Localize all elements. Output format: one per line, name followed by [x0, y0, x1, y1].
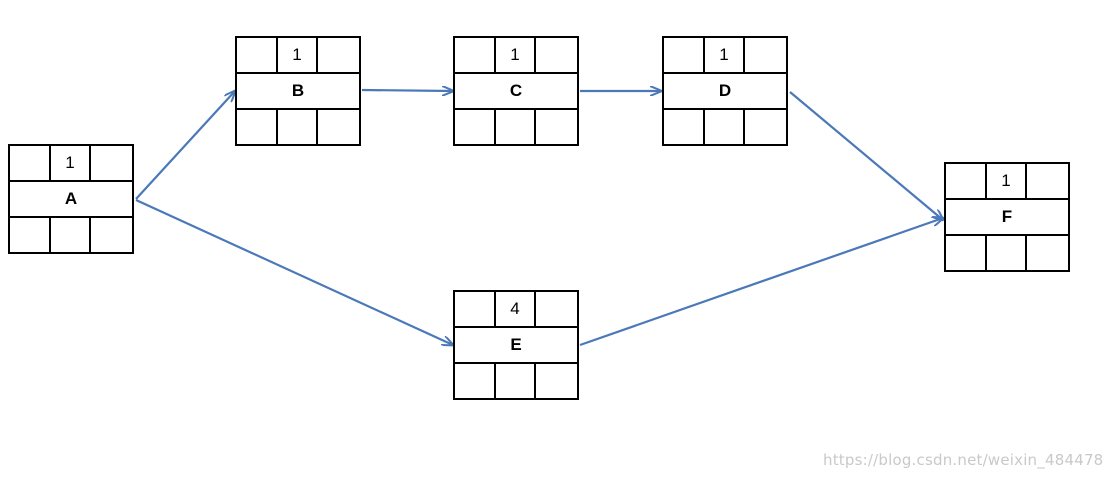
node-c-cell-bottom-right: [536, 110, 577, 144]
node-c-cell-bottom-left: [455, 110, 496, 144]
node-a-cell-bottom-left: [10, 218, 51, 252]
node-f-cell-bottom-left: [946, 236, 987, 270]
node-f-cell-top-left: [946, 164, 987, 198]
node-a-name: A: [64, 189, 78, 208]
node-c-name: C: [509, 81, 523, 100]
node-d-cell-bottom-right: [745, 110, 786, 144]
watermark-url: https://blog.csdn.net/weixin_48447848: [823, 451, 1104, 469]
node-a-cell-bottom-right: [91, 218, 132, 252]
node-e-cell-top-left: [455, 292, 496, 326]
node-a-duration: 1: [51, 146, 92, 180]
node-d-cell-top-left: [664, 38, 705, 72]
node-a-cell-top-left: [10, 146, 51, 180]
node-f-duration: 1: [987, 164, 1028, 198]
node-c-cell-top-left: [455, 38, 496, 72]
node-e: 4 E: [453, 290, 579, 400]
node-e-cell-bottom-left: [455, 364, 496, 398]
node-d-name: D: [718, 81, 732, 100]
node-d-cell-top-right: [745, 38, 786, 72]
node-f-cell-bottom-right: [1027, 236, 1068, 270]
node-d-duration: 1: [705, 38, 746, 72]
node-b: 1 B: [235, 36, 361, 146]
node-b-cell-top-left: [237, 38, 278, 72]
node-d-cell-bottom-mid: [705, 110, 746, 144]
arrow-b-to-c: [361, 90, 453, 91]
node-e-name: E: [510, 335, 522, 354]
node-e-cell-top-right: [536, 292, 577, 326]
node-f-cell-top-right: [1027, 164, 1068, 198]
node-c-cell-top-right: [536, 38, 577, 72]
node-b-cell-bottom-left: [237, 110, 278, 144]
node-f: 1 F: [944, 162, 1070, 272]
node-b-name: B: [291, 81, 305, 100]
node-b-cell-bottom-right: [318, 110, 359, 144]
node-c: 1 C: [453, 36, 579, 146]
node-b-cell-top-right: [318, 38, 359, 72]
arrow-e-to-f: [579, 218, 943, 347]
arrow-a-to-b: [135, 91, 235, 200]
arrow-a-to-e: [135, 198, 453, 345]
node-d-cell-bottom-left: [664, 110, 705, 144]
arrow-d-to-f: [789, 91, 943, 220]
node-c-duration: 1: [496, 38, 537, 72]
node-f-cell-bottom-mid: [987, 236, 1028, 270]
node-a: 1 A: [8, 144, 134, 254]
node-a-cell-bottom-mid: [51, 218, 92, 252]
node-e-cell-bottom-mid: [496, 364, 537, 398]
node-b-duration: 1: [278, 38, 319, 72]
node-a-cell-top-right: [91, 146, 132, 180]
node-d: 1 D: [662, 36, 788, 146]
node-e-cell-bottom-right: [536, 364, 577, 398]
node-b-cell-bottom-mid: [278, 110, 319, 144]
node-f-name: F: [1001, 207, 1013, 226]
node-c-cell-bottom-mid: [496, 110, 537, 144]
node-e-duration: 4: [496, 292, 537, 326]
